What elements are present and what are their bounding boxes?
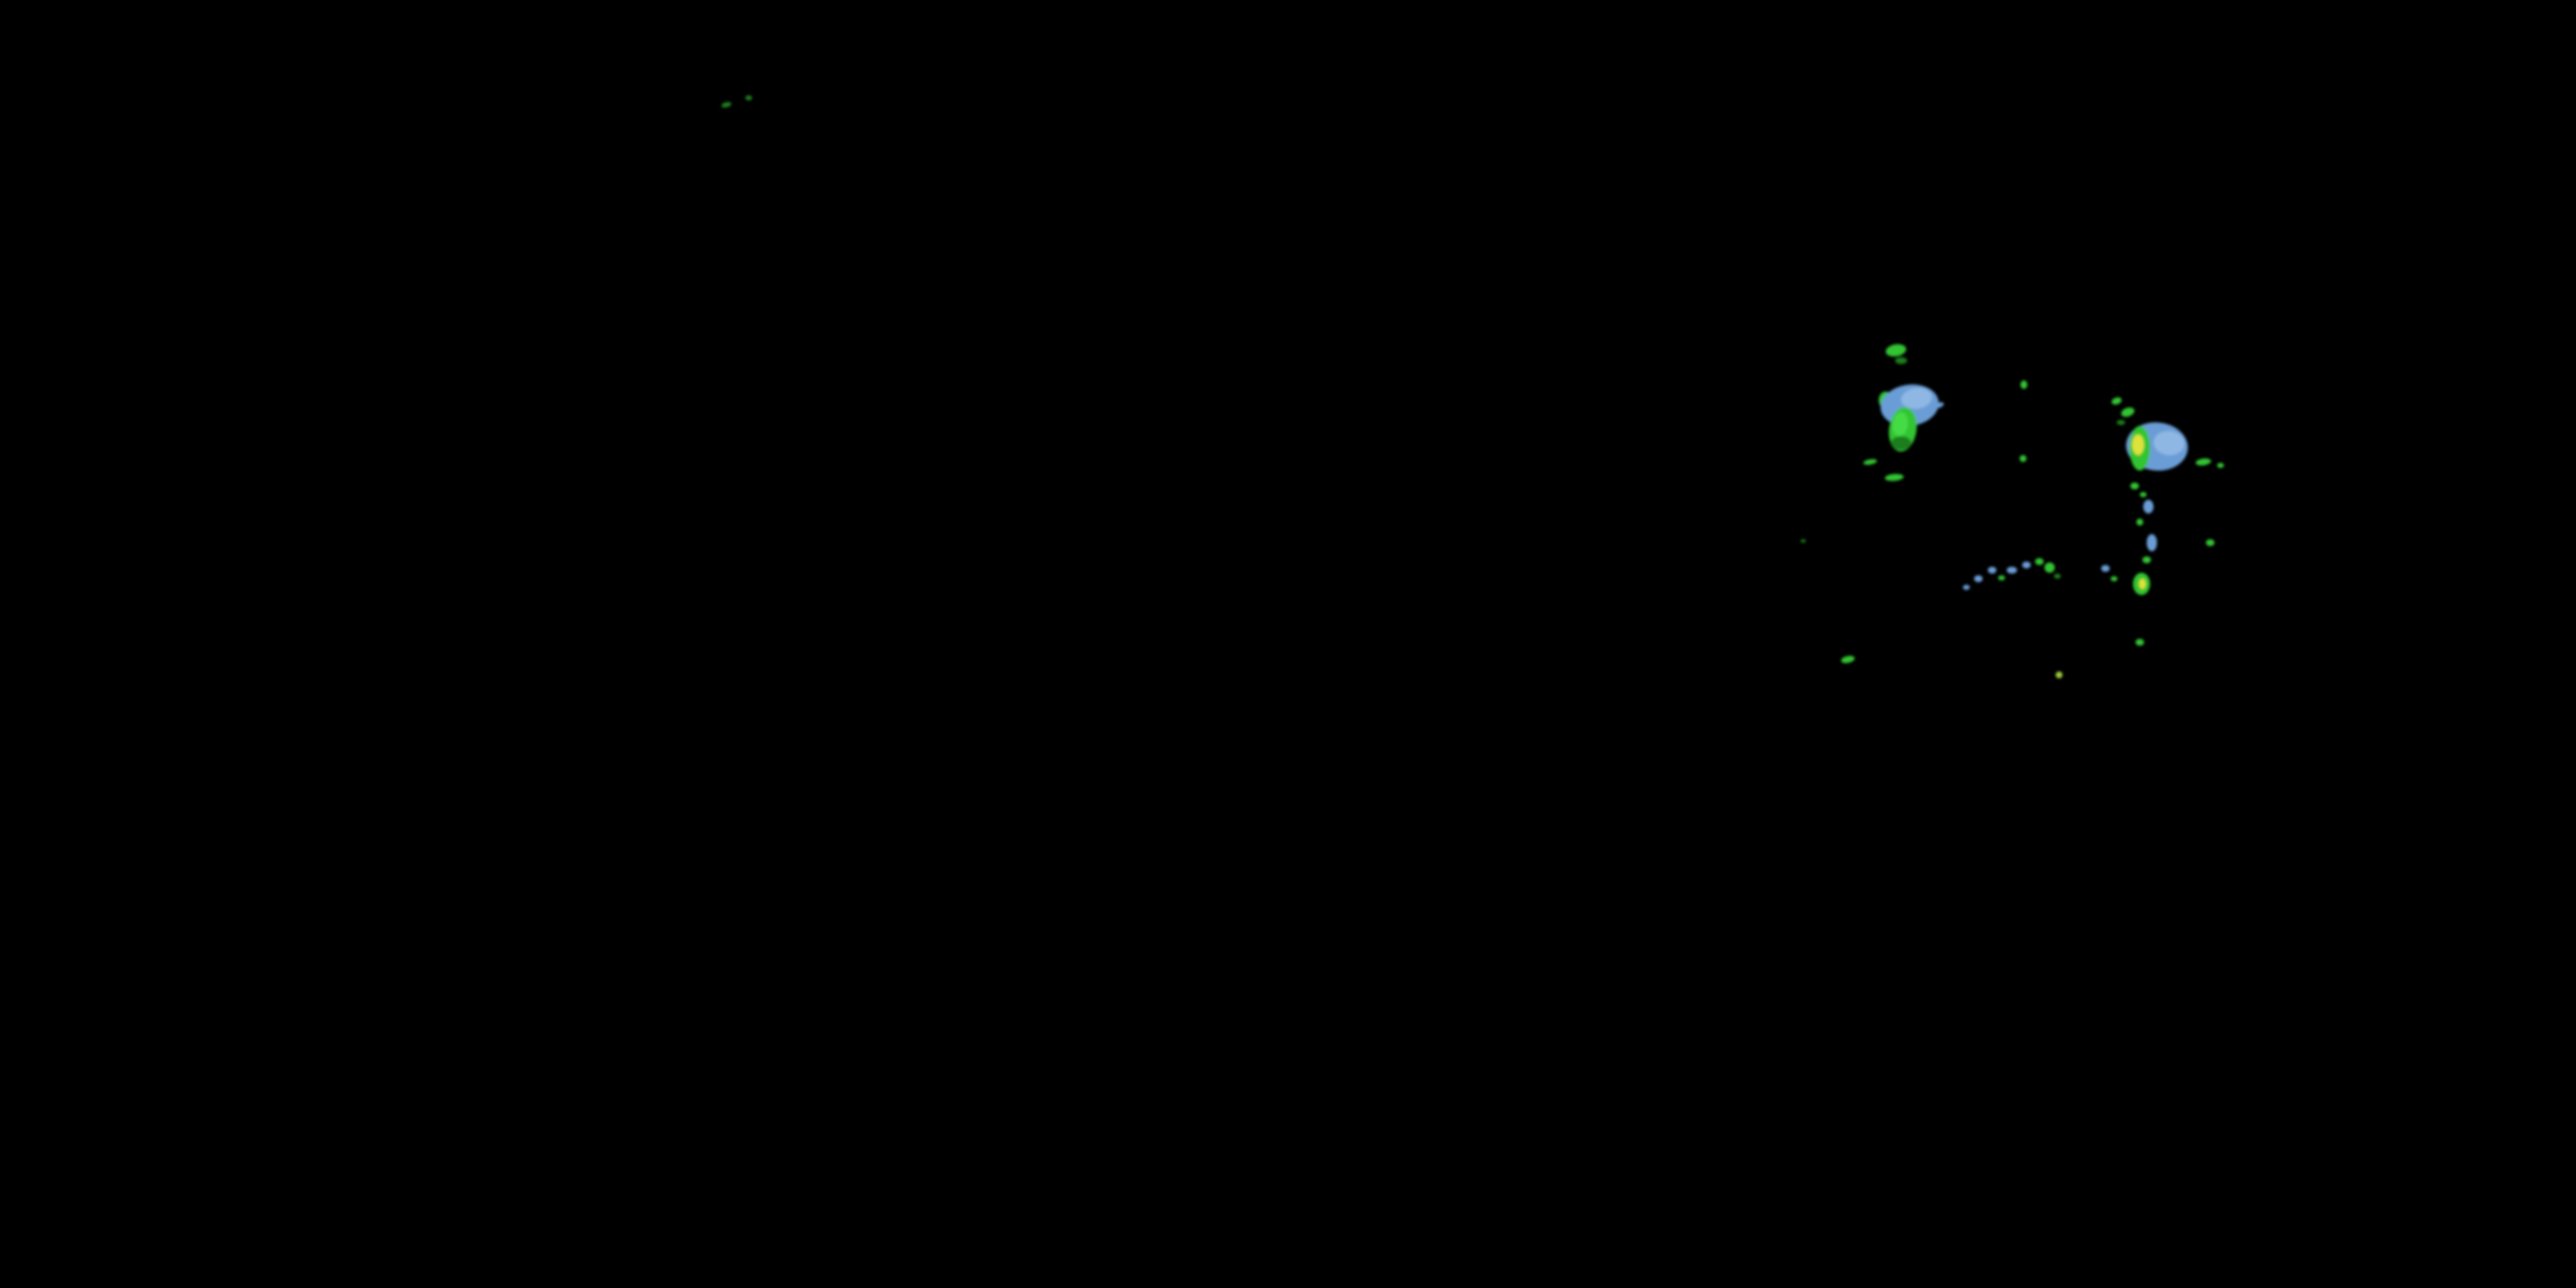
radar-echo [1988,567,1996,574]
radar-echo [2020,380,2027,389]
radar-echo [1801,539,1806,543]
radar-echo [2217,463,2224,468]
radar-echo [2142,556,2151,563]
radar-echo [1885,473,1904,482]
radar-echo [2140,492,2147,497]
radar-echo [2136,639,2144,646]
radar-echo [2196,458,2211,466]
radar-echo [1974,575,1983,582]
radar-echo [721,101,732,108]
radar-echo [2054,574,2061,579]
radar-echo [2154,430,2184,456]
radar-echo [2130,483,2139,489]
radar-echo [1886,343,1906,357]
radar-echo [2139,579,2146,589]
radar-echo [1934,402,1944,409]
radar-echo [2020,455,2026,462]
radar-echo [2147,534,2157,551]
radar-echo [2121,407,2135,417]
radar-echo [2111,397,2122,405]
radar-echo [2101,565,2110,572]
radar-echo [2056,671,2063,678]
radar-echo [1963,585,1970,590]
radar-echo [2136,519,2143,526]
radar-echo [745,95,752,100]
radar-echo [2111,576,2117,581]
radar-echo [2117,420,2125,425]
radar-echo [2044,562,2055,573]
radar-echo [2143,500,2154,513]
radar-echo [1891,436,1911,450]
radar-echo [1998,575,2005,580]
radar-echo [2035,558,2044,565]
radar-echo [2206,539,2215,546]
radar-echo [2022,562,2031,568]
radar-echo-group [721,95,2224,678]
radar-echo [1863,459,1877,465]
radar-echo [1892,412,1909,436]
radar-echo [2007,567,2017,574]
radar-echo [1901,387,1932,410]
radar-echo [1841,655,1855,664]
radar-echo [2132,434,2144,455]
radar-echo [1895,357,1907,364]
